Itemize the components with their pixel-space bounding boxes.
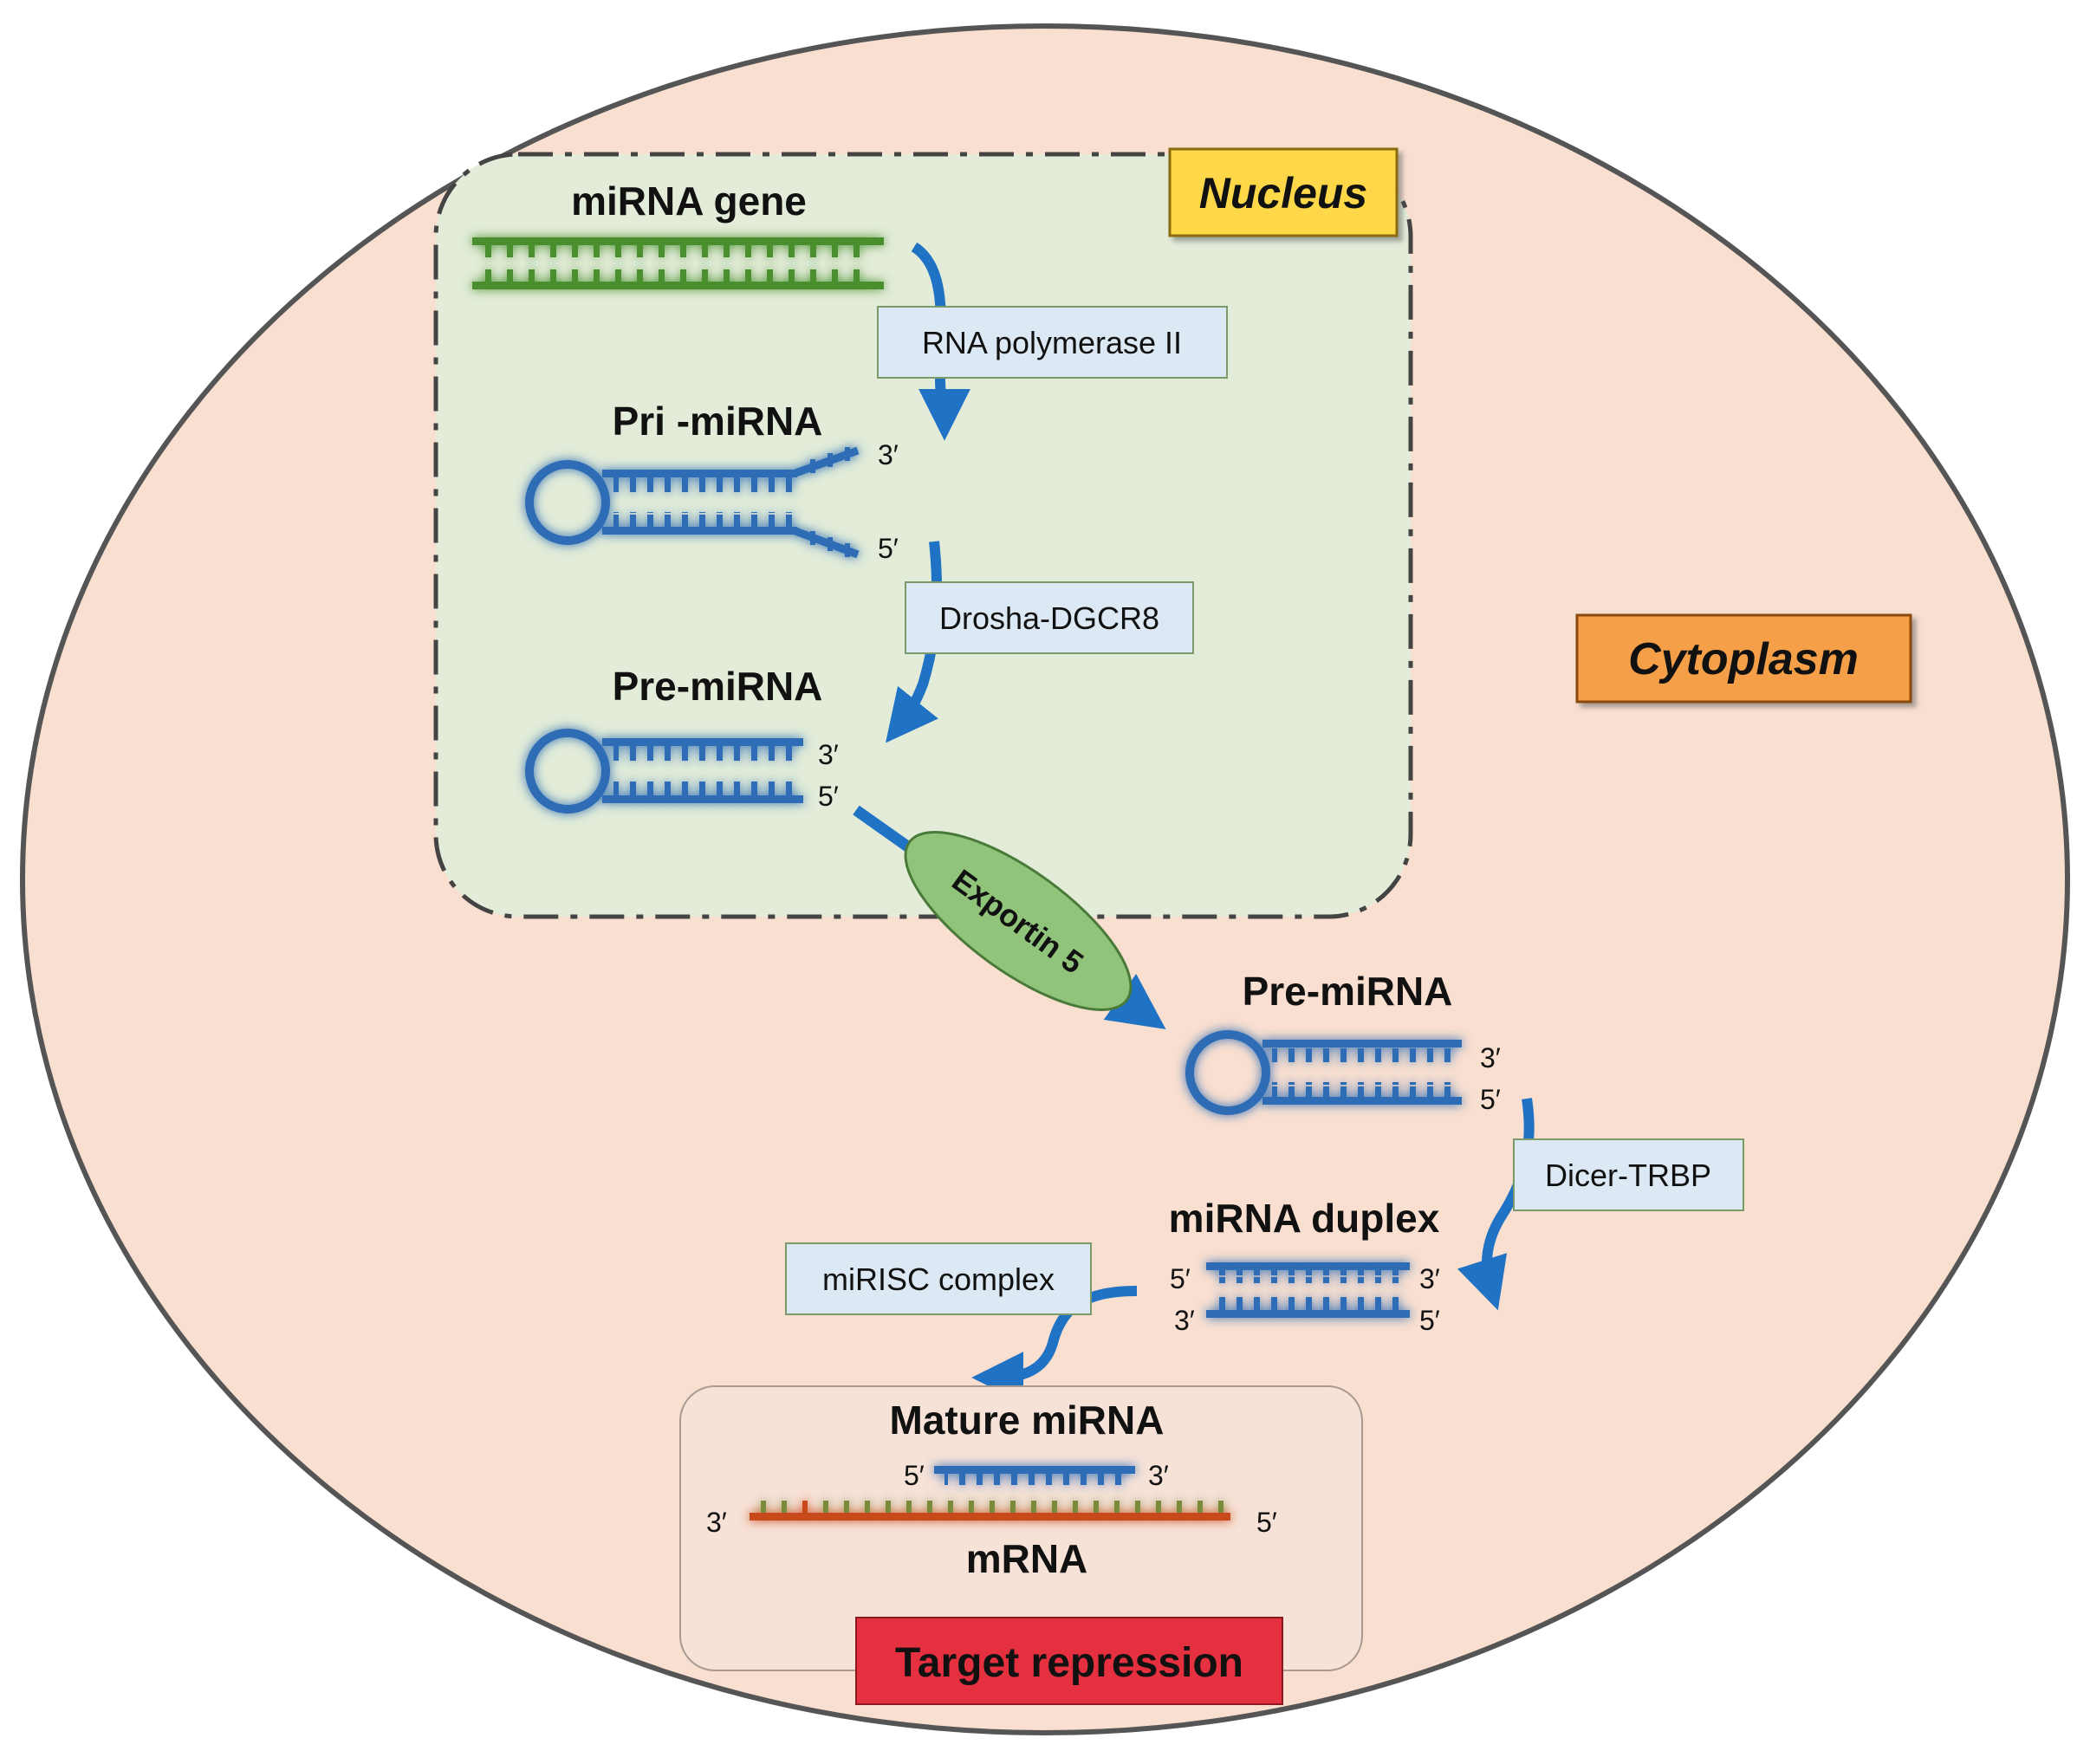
- pre-mirna-cytoplasm-hairpin: [1185, 1030, 1462, 1115]
- mrna-strand: [750, 1501, 1230, 1521]
- nucleus-tag: Nucleus: [1168, 147, 1399, 237]
- mrna-label: mRNA: [966, 1536, 1088, 1581]
- mirna-duplex: [1206, 1262, 1410, 1318]
- mature-3prime: 3′: [1148, 1460, 1169, 1491]
- pre-cyt-3prime: 3′: [1480, 1042, 1501, 1073]
- arrow-drosha: [886, 541, 943, 743]
- cytoplasm-label: Cytoplasm: [1628, 634, 1859, 684]
- arrow-mirisc: [971, 1286, 1138, 1404]
- pri-mirna-hairpin: [525, 446, 860, 559]
- mrna-5prime: 5′: [1256, 1507, 1277, 1538]
- drosha-box: Drosha-DGCR8: [905, 581, 1194, 654]
- cytoplasm-tag: Cytoplasm: [1575, 613, 1912, 704]
- mirna-duplex-label: miRNA duplex: [1169, 1196, 1440, 1241]
- target-repression-label: Target repression: [895, 1640, 1243, 1686]
- duplex-5prime-left: 5′: [1170, 1263, 1191, 1294]
- pre-nuc-5prime: 5′: [818, 781, 839, 812]
- mirisc-label: miRISC complex: [822, 1261, 1055, 1297]
- mature-5prime: 5′: [904, 1460, 925, 1491]
- dna-strand: [472, 237, 884, 289]
- pri-mirna-label: Pri -miRNA: [613, 399, 823, 444]
- mirisc-box: miRISC complex: [785, 1242, 1092, 1315]
- nucleus-label: Nucleus: [1199, 169, 1368, 217]
- pri-3prime: 3′: [878, 439, 899, 470]
- duplex-3prime-right: 3′: [1419, 1263, 1440, 1294]
- pre-mirna-cytoplasm-label: Pre-miRNA: [1243, 969, 1453, 1014]
- rna-polymerase-box: RNA polymerase II: [877, 306, 1228, 379]
- duplex-3prime-left: 3′: [1174, 1305, 1195, 1336]
- arrow-dicer: [1457, 1098, 1535, 1311]
- target-repression-box: Target repression: [855, 1617, 1283, 1705]
- mirna-gene-label: miRNA gene: [571, 178, 807, 224]
- dicer-box: Dicer-TRBP: [1513, 1138, 1744, 1211]
- pri-5prime: 5′: [878, 533, 899, 564]
- rna-polymerase-label: RNA polymerase II: [922, 325, 1182, 360]
- pre-mirna-nucleus-label: Pre-miRNA: [613, 664, 823, 709]
- pre-nuc-3prime: 3′: [818, 739, 839, 770]
- duplex-5prime-right: 5′: [1419, 1305, 1440, 1336]
- mature-mirna-strand: [934, 1466, 1135, 1487]
- dicer-label: Dicer-TRBP: [1545, 1158, 1711, 1193]
- pre-cyt-5prime: 5′: [1480, 1084, 1501, 1115]
- mature-mirna-label: Mature miRNA: [890, 1398, 1165, 1443]
- drosha-label: Drosha-DGCR8: [939, 600, 1159, 636]
- mrna-3prime: 3′: [706, 1507, 727, 1538]
- pre-mirna-nucleus-hairpin: [525, 729, 803, 814]
